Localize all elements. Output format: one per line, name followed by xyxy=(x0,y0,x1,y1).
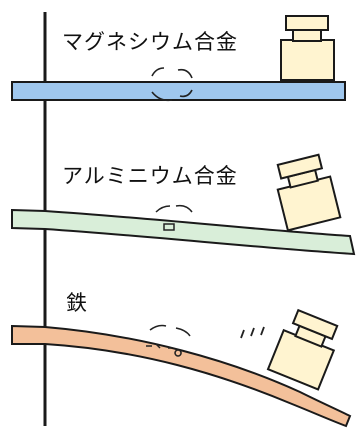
iron-label: 鉄 xyxy=(66,291,88,315)
magnesium-beam xyxy=(11,81,346,101)
vibration-lines xyxy=(240,326,265,339)
weight-icon xyxy=(276,153,342,232)
aluminum-label: アルミニウム合金 xyxy=(62,164,238,188)
aluminum-beam xyxy=(11,208,356,256)
weight-icon xyxy=(266,308,339,391)
magnesium-section xyxy=(11,15,346,102)
magnesium-strain-marks xyxy=(151,67,193,102)
magnesium-label: マグネシウム合金 xyxy=(62,30,238,54)
aluminum-section xyxy=(11,153,356,256)
aluminum-strain-marks xyxy=(155,204,193,231)
iron-section xyxy=(11,308,352,428)
weight-icon xyxy=(280,15,335,81)
iron-strain-marks xyxy=(146,324,191,357)
